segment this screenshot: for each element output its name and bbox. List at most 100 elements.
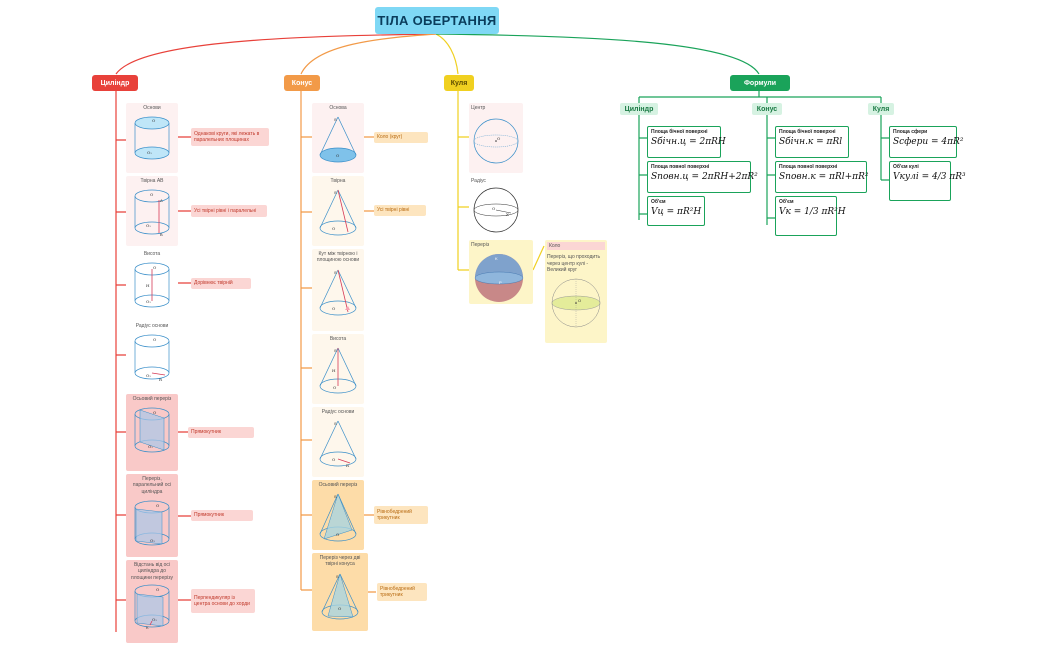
cone-card-base[interactable]: Основа S O — [312, 103, 364, 173]
cone-card-axial-section[interactable]: Осьовий переріз S O — [312, 480, 364, 550]
svg-text:O₁: O₁ — [146, 299, 151, 304]
svg-text:O: O — [332, 306, 336, 311]
formula-expression: Sбічн.ц = 2πRH — [651, 137, 726, 147]
cone-height-icon: S H O — [319, 348, 357, 394]
sphere-center-icon: O — [473, 118, 519, 164]
circle-title: Коло — [547, 242, 605, 251]
formula-cone-volume[interactable]: Об'єм Vк = 1/3 πR²H — [775, 196, 846, 236]
svg-text:P: P — [499, 280, 502, 285]
formula-sphere-area[interactable]: Площа сфери Sсфери = 4πR² — [889, 126, 964, 158]
card-caption: Висота — [143, 251, 161, 257]
svg-text:O: O — [338, 606, 342, 611]
formula-cylinder-lateral[interactable]: Площа бічної поверхні Sбічн.ц = 2πRH — [647, 126, 726, 158]
card-caption: Радіус — [471, 178, 486, 184]
branch-formulas[interactable]: Формули — [730, 75, 790, 91]
svg-text:O: O — [497, 136, 501, 141]
svg-text:O: O — [156, 503, 160, 508]
formula-label: Площа бічної поверхні — [651, 129, 708, 135]
svg-text:O: O — [333, 385, 337, 390]
cylinder-note-axial-section[interactable]: Прямокутник — [188, 427, 254, 438]
cone-card-angle[interactable]: Кут між твірною і площиною основи S O — [312, 249, 364, 331]
cylinder-height-icon: O H O₁ — [134, 262, 170, 308]
cone-axial-section-icon: S O — [319, 493, 357, 542]
sphere-card-center[interactable]: Центр O — [469, 103, 523, 173]
formula-expression: Vц = πR²H — [651, 207, 702, 217]
cone-card-two-generatrices[interactable]: Переріз через дві твірні конуса S O — [312, 553, 368, 631]
cone-radius-icon: S O R — [319, 421, 357, 468]
card-caption: Переріз через дві твірні конуса — [319, 555, 361, 568]
cylinder-note-height[interactable]: Дорівнює твірній — [191, 278, 251, 289]
svg-text:O: O — [153, 410, 157, 415]
svg-text:O: O — [336, 532, 340, 537]
cylinder-card-height[interactable]: Висота O H O₁ — [126, 249, 178, 319]
formulas-cylinder-title[interactable]: Циліндр — [620, 103, 658, 115]
cylinder-note-generatrix[interactable]: Усі твірні рівні і паралельні — [191, 205, 267, 217]
cylinder-card-radius[interactable]: Радіус основи O O₁ R — [126, 321, 178, 391]
formula-cylinder-volume[interactable]: Об'єм Vц = πR²H — [647, 196, 705, 226]
cylinder-note-bases[interactable]: Однакові круги, які лежать в паралельних… — [191, 128, 269, 146]
svg-text:X: X — [506, 212, 509, 217]
formula-label: Площа повної поверхні — [779, 164, 838, 170]
cone-card-radius[interactable]: Радіус основи S O R — [312, 407, 364, 477]
svg-text:S: S — [334, 117, 337, 122]
cylinder-bases-icon: O O₁ — [134, 116, 170, 160]
sphere-circle-card[interactable]: Коло Переріз, що проходить через центр к… — [545, 240, 607, 343]
formula-label: Об'єм — [651, 199, 666, 205]
svg-text:O₁: O₁ — [146, 373, 151, 378]
card-caption: Твірна AB — [140, 178, 164, 184]
formula-cone-total[interactable]: Площа повної поверхні Sповн.к = πRl+πR² — [775, 161, 868, 193]
svg-text:R: R — [346, 463, 350, 468]
circle-text: Переріз, що проходить через центр кулі -… — [547, 254, 601, 273]
cone-note-axial-section[interactable]: Рівнобедрений трикутник — [374, 506, 428, 524]
formula-cylinder-total[interactable]: Площа повної поверхні Sповн.ц = 2πRH+2πR… — [647, 161, 758, 193]
sphere-card-section[interactable]: Переріз K P — [469, 240, 533, 304]
svg-text:S: S — [334, 270, 337, 275]
formula-cone-lateral[interactable]: Площа бічної поверхні Sбічн.к = πRl — [775, 126, 849, 158]
cone-base-icon: S O — [319, 117, 357, 163]
branch-cylinder[interactable]: Циліндр — [92, 75, 138, 91]
svg-text:B: B — [160, 232, 163, 237]
cylinder-note-parallel-section[interactable]: Прямокутник — [191, 510, 253, 521]
svg-text:S: S — [334, 421, 337, 426]
svg-text:O₁: O₁ — [147, 150, 152, 155]
formula-expression: Vкулі = 4/3 πR³ — [893, 172, 966, 182]
cylinder-radius-icon: O O₁ R — [134, 334, 170, 382]
formula-expression: Sсфери = 4πR² — [893, 137, 964, 147]
cylinder-parallel-section-icon: O O₁ — [134, 500, 170, 546]
svg-text:S: S — [334, 348, 337, 353]
formula-expression: Vк = 1/3 πR²H — [779, 207, 846, 217]
cylinder-generatrix-icon: O A B O₁ — [134, 189, 170, 237]
cone-note-two-generatrices[interactable]: Рівнобедрений трикутник — [377, 583, 427, 601]
cylinder-note-distance[interactable]: Перпендикуляр із центра основи до хорди — [191, 589, 255, 613]
cone-note-base[interactable]: Коло (круг) — [374, 132, 428, 143]
formulas-sphere-title[interactable]: Куля — [868, 103, 894, 115]
svg-text:O: O — [153, 265, 157, 270]
card-caption: Відстань від осі циліндра до площини пер… — [131, 562, 173, 581]
cone-card-height[interactable]: Висота S H O — [312, 334, 364, 404]
formula-label: Об'єм кулі — [893, 164, 919, 170]
cone-note-generatrix[interactable]: Усі твірні рівні — [374, 205, 426, 216]
card-caption: Радіус основи — [135, 323, 169, 329]
cylinder-card-distance[interactable]: Відстань від осі циліндра до площини пер… — [126, 560, 178, 643]
card-caption: Кут між твірною і площиною основи — [316, 251, 360, 264]
cylinder-card-parallel-section[interactable]: Переріз, паралельний осі циліндра O O₁ — [126, 474, 178, 557]
svg-text:O: O — [578, 298, 581, 303]
cylinder-card-bases[interactable]: Основи O O₁ — [126, 103, 178, 173]
svg-text:S: S — [336, 574, 339, 579]
root-topic[interactable]: ТІЛА ОБЕРТАННЯ — [375, 7, 499, 34]
branch-sphere[interactable]: Куля — [444, 75, 474, 91]
formulas-cone-title[interactable]: Конус — [752, 103, 782, 115]
svg-text:H: H — [332, 368, 336, 373]
svg-text:S: S — [334, 494, 337, 499]
cone-card-generatrix[interactable]: Твірна S O — [312, 176, 364, 246]
formula-sphere-volume[interactable]: Об'єм кулі Vкулі = 4/3 πR³ — [889, 161, 966, 201]
branch-cone[interactable]: Конус — [284, 75, 320, 91]
sphere-card-radius[interactable]: Радіус O X — [469, 176, 523, 238]
svg-text:K: K — [146, 625, 149, 630]
svg-text:O: O — [336, 153, 340, 158]
svg-text:O: O — [150, 192, 154, 197]
cylinder-card-generatrix[interactable]: Твірна AB O A B O₁ — [126, 176, 178, 246]
cylinder-card-axial-section[interactable]: Осьовий переріз O O₁ — [126, 394, 178, 471]
card-caption: Переріз — [471, 242, 490, 248]
